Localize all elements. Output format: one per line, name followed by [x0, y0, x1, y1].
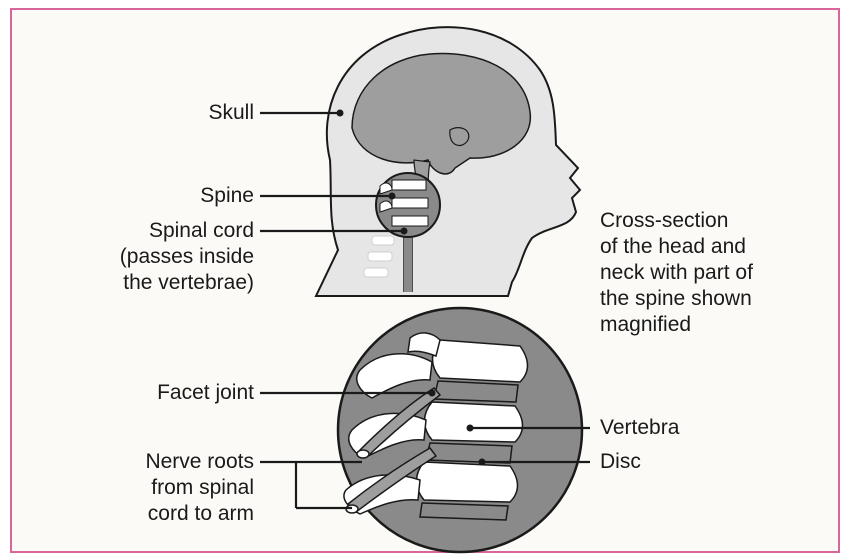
caption-line-2: of the head and	[600, 234, 820, 260]
caption-line-5: magnified	[600, 312, 820, 338]
caption-line-1: Cross-section	[600, 208, 820, 234]
label-skull: Skull	[60, 100, 254, 126]
label-spinal-cord-note-1: (passes inside	[40, 244, 254, 270]
label-nerve-roots-3: cord to arm	[60, 501, 254, 527]
label-nerve-roots-1: Nerve roots	[60, 449, 254, 475]
label-spine: Spine	[60, 183, 254, 209]
cerebellum	[450, 128, 469, 146]
label-facet-joint: Facet joint	[60, 380, 254, 406]
label-disc: Disc	[600, 449, 641, 475]
caption-line-3: neck with part of	[600, 260, 820, 286]
label-nerve-roots-2: from spinal	[60, 475, 254, 501]
label-spinal-cord: Spinal cord	[40, 218, 254, 244]
caption-line-4: the spine shown	[600, 286, 820, 312]
label-vertebra: Vertebra	[600, 415, 679, 441]
label-spinal-cord-note-2: the vertebrae)	[40, 270, 254, 296]
